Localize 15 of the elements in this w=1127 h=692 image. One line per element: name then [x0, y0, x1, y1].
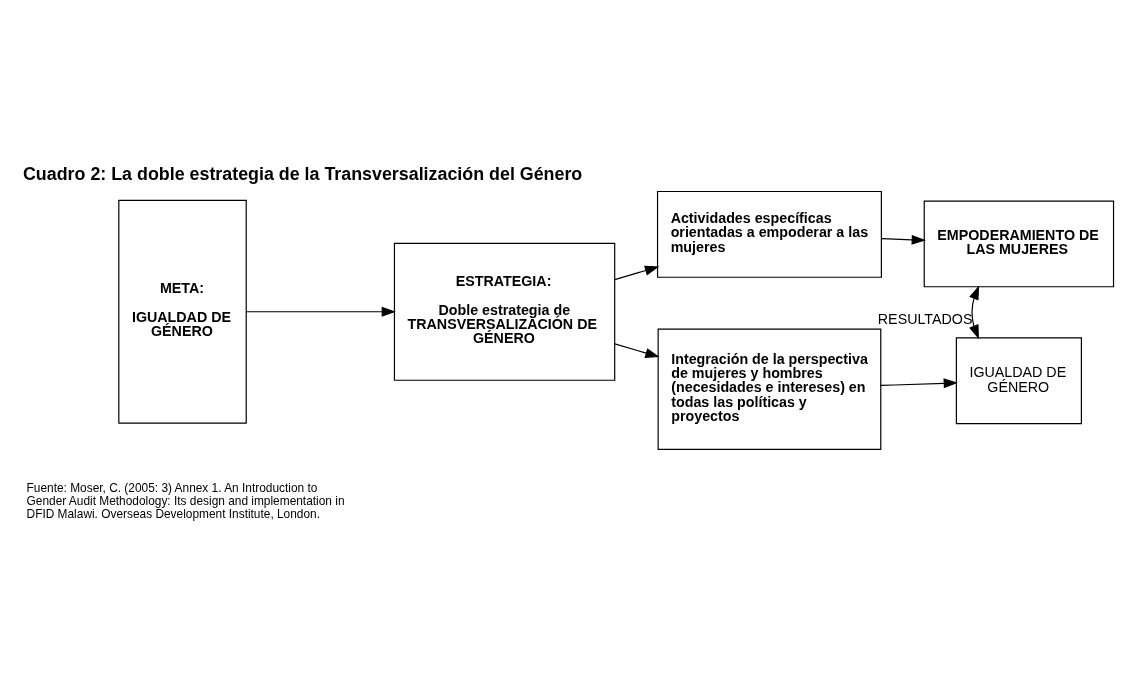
arrow: [880, 378, 958, 389]
arrow: [245, 306, 396, 317]
node-box: META: IGUALDAD DE GÉNERO: [118, 199, 247, 424]
diagram-title: Cuadro 2: La doble estrategia de la Transversalización del Género: [22, 163, 583, 184]
node-box: Actividades específicas orientadas a empoderar a las mujeres: [656, 190, 882, 278]
node-box: Integración de la perspectiva de mujeres y hombres (necesidades e intereses) en todas las políticas y proyectos: [657, 328, 882, 450]
arrow: [614, 343, 660, 358]
node-box: ESTRATEGIA: Doble estrategia de TRANSVERSALIZACIÓN DE GÉNERO: [393, 242, 616, 381]
arrow: [614, 265, 660, 281]
arrow: [969, 285, 980, 340]
caption: Fuente: Moser, C. (2005: 3) Annex 1. An Introduction to Gender Audit Methodology: Its design and implementation in DFID Malawi. Overseas Development Institute, London.: [26, 481, 345, 522]
node-box: IGUALDAD DE GÉNERO: [955, 337, 1082, 425]
node-box: EMPODERAMIENTO DE LAS MUJERES: [923, 200, 1115, 288]
arrow: [880, 234, 926, 245]
edge-label: RESULTADOS: [877, 310, 973, 327]
